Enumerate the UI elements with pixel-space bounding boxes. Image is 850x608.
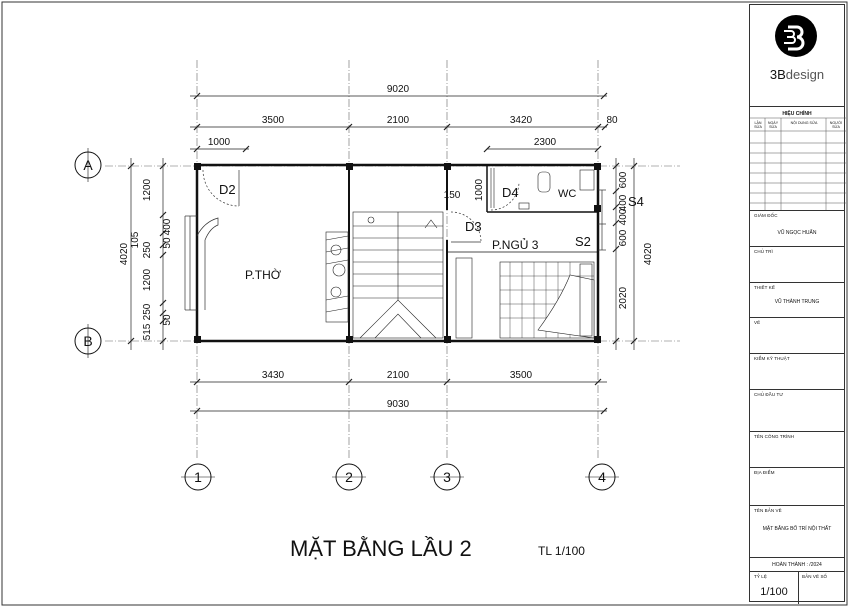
- logo-text-bold: 3B: [769, 67, 786, 82]
- grid-label-3: 3: [443, 469, 451, 485]
- label-giam-doc: GIÁM ĐỐC: [754, 213, 778, 218]
- value-ban-ve: MẶT BẰNG BỐ TRÍ NỘI THẤT: [762, 526, 832, 532]
- title-block: 3Bdesign HIỆU CHỈNH LẦN SỬA NGÀY SỬA NỘI…: [749, 4, 846, 604]
- door-swings: [202, 169, 520, 243]
- dim-bottom-1: 3430: [262, 370, 285, 381]
- dim-top-1: 3500: [262, 115, 285, 126]
- dim-left-7: 50: [162, 314, 173, 326]
- label-ve: VẼ: [754, 320, 761, 325]
- grid-label-2: 2: [345, 469, 353, 485]
- dim-left-total: 4020: [119, 242, 130, 265]
- field-chu-tri: CHỦ TRÌ: [750, 246, 844, 282]
- logo-mark-icon: [775, 15, 817, 57]
- grid-label-a: A: [83, 157, 93, 173]
- window-label-s2: S2: [575, 234, 591, 249]
- wc-fixtures: [490, 168, 595, 210]
- label-cong-trinh: TÊN CÔNG TRÌNH: [754, 434, 795, 439]
- label-ban-ve-so: BẢN VẼ SỐ: [802, 574, 828, 579]
- field-hoan-thanh: HOÀN THÀNH : /2024: [750, 557, 844, 571]
- dim-top-inner-1: 1000: [208, 137, 231, 148]
- label-dia-diem: ĐỊA ĐIỂM: [754, 470, 775, 475]
- label-chu-dau-tu: CHỦ ĐẦU TƯ: [754, 392, 784, 397]
- dim-inner-1000: 1000: [474, 178, 485, 201]
- dim-inner-150: 150: [444, 190, 461, 201]
- grid-bubble-crosses: [87, 148, 619, 478]
- dim-left-8: 515: [142, 323, 153, 340]
- altar-furniture: [325, 231, 349, 323]
- field-giam-doc: GIÁM ĐỐC VŨ NGỌC HUẤN: [750, 210, 844, 246]
- dim-top-2: 2100: [387, 115, 410, 126]
- dim-top-3: 3420: [510, 115, 533, 126]
- grid-label-b: B: [83, 333, 92, 349]
- dim-top-inner-2: 2300: [534, 137, 557, 148]
- dimension-lines: [127, 92, 638, 415]
- field-ban-ve: TÊN BẢN VẼ MẶT BẰNG BỐ TRÍ NỘI THẤT: [750, 505, 844, 557]
- field-ve: VẼ: [750, 317, 844, 353]
- grid-label-1: 1: [194, 469, 202, 485]
- left-window: [184, 215, 219, 311]
- dim-right-3: 400: [618, 208, 629, 225]
- field-dia-diem: ĐỊA ĐIỂM: [750, 467, 844, 505]
- label-thiet-ke: THIẾT KẾ: [754, 285, 775, 290]
- dim-left-105: 105: [130, 231, 141, 248]
- dim-left-5: 1200: [142, 268, 153, 291]
- staircase: [352, 211, 444, 339]
- dim-top-4: 80: [606, 115, 618, 126]
- dim-bottom-total: 9030: [387, 399, 410, 410]
- revision-table: HIỆU CHỈNH LẦN SỬA NGÀY SỬA NỘI DUNG SỬA…: [750, 106, 846, 211]
- revision-grid: [750, 117, 846, 211]
- dim-bottom-3: 3500: [510, 370, 533, 381]
- revision-title: HIỆU CHỈNH: [782, 111, 812, 117]
- walls: [195, 163, 600, 343]
- window-label-s4: S4: [628, 194, 644, 209]
- dim-left-4: 250: [142, 241, 153, 258]
- revision-header-3: NỘI DUNG SỬA: [790, 121, 818, 125]
- value-ti-le: 1/100: [760, 586, 788, 598]
- columns: [194, 163, 601, 343]
- label-chu-tri: CHỦ TRÌ: [754, 249, 773, 254]
- revision-header-4: NGƯỜI SỬA: [829, 121, 843, 129]
- drawing-title: MẶT BẰNG LẦU 2: [290, 536, 472, 561]
- room-label-tho: P.THỜ: [245, 267, 282, 282]
- revision-header-1: LẦN SỬA: [754, 121, 762, 129]
- room-label-ngu3: P.NGỦ 3: [492, 237, 539, 252]
- label-ban-ve: TÊN BẢN VẼ: [754, 508, 782, 513]
- dim-left-3: 50: [162, 237, 173, 249]
- door-label-d3: D3: [465, 219, 482, 234]
- dim-left-6: 250: [142, 303, 153, 320]
- value-hoan-thanh: HOÀN THÀNH : /2024: [772, 562, 822, 568]
- dim-top-total: 9020: [387, 84, 410, 95]
- value-giam-doc: VŨ NGỌC HUẤN: [777, 230, 817, 236]
- revision-header-2: NGÀY SỬA: [767, 121, 779, 129]
- logo: 3Bdesign: [750, 5, 844, 97]
- door-label-d2: D2: [219, 182, 236, 197]
- dim-left-2: 400: [162, 218, 173, 235]
- dim-bottom-2: 2100: [387, 370, 410, 381]
- field-thiet-ke: THIẾT KẾ VŨ THÀNH TRUNG: [750, 282, 844, 317]
- bed: [455, 257, 595, 339]
- room-label-wc: WC: [558, 188, 576, 200]
- field-cong-trinh: TÊN CÔNG TRÌNH: [750, 431, 844, 467]
- dim-right-total: 4020: [643, 242, 654, 265]
- field-kiem: KIỂM KỸ THUẬT: [750, 353, 844, 389]
- field-chu-dau-tu: CHỦ ĐẦU TƯ: [750, 389, 844, 431]
- label-kiem: KIỂM KỸ THUẬT: [754, 356, 790, 361]
- grid-label-4: 4: [598, 469, 606, 485]
- dim-right-2: 400: [618, 194, 629, 211]
- logo-text-light: design: [785, 67, 825, 82]
- label-ti-le: TỶ LỆ: [754, 574, 768, 579]
- dim-right-5: 2020: [618, 286, 629, 309]
- field-ti-le: TỶ LỆ BẢN VẼ SỐ 1/100: [750, 571, 844, 604]
- dim-left-1: 1200: [142, 178, 153, 201]
- dim-right-1: 600: [618, 171, 629, 188]
- logo-text: 3Bdesign: [750, 67, 844, 82]
- dim-right-4: 600: [618, 229, 629, 246]
- door-label-d4: D4: [502, 185, 519, 200]
- drawing-scale: TL 1/100: [538, 544, 585, 558]
- value-thiet-ke: VŨ THÀNH TRUNG: [774, 299, 820, 305]
- right-windows: [598, 189, 606, 251]
